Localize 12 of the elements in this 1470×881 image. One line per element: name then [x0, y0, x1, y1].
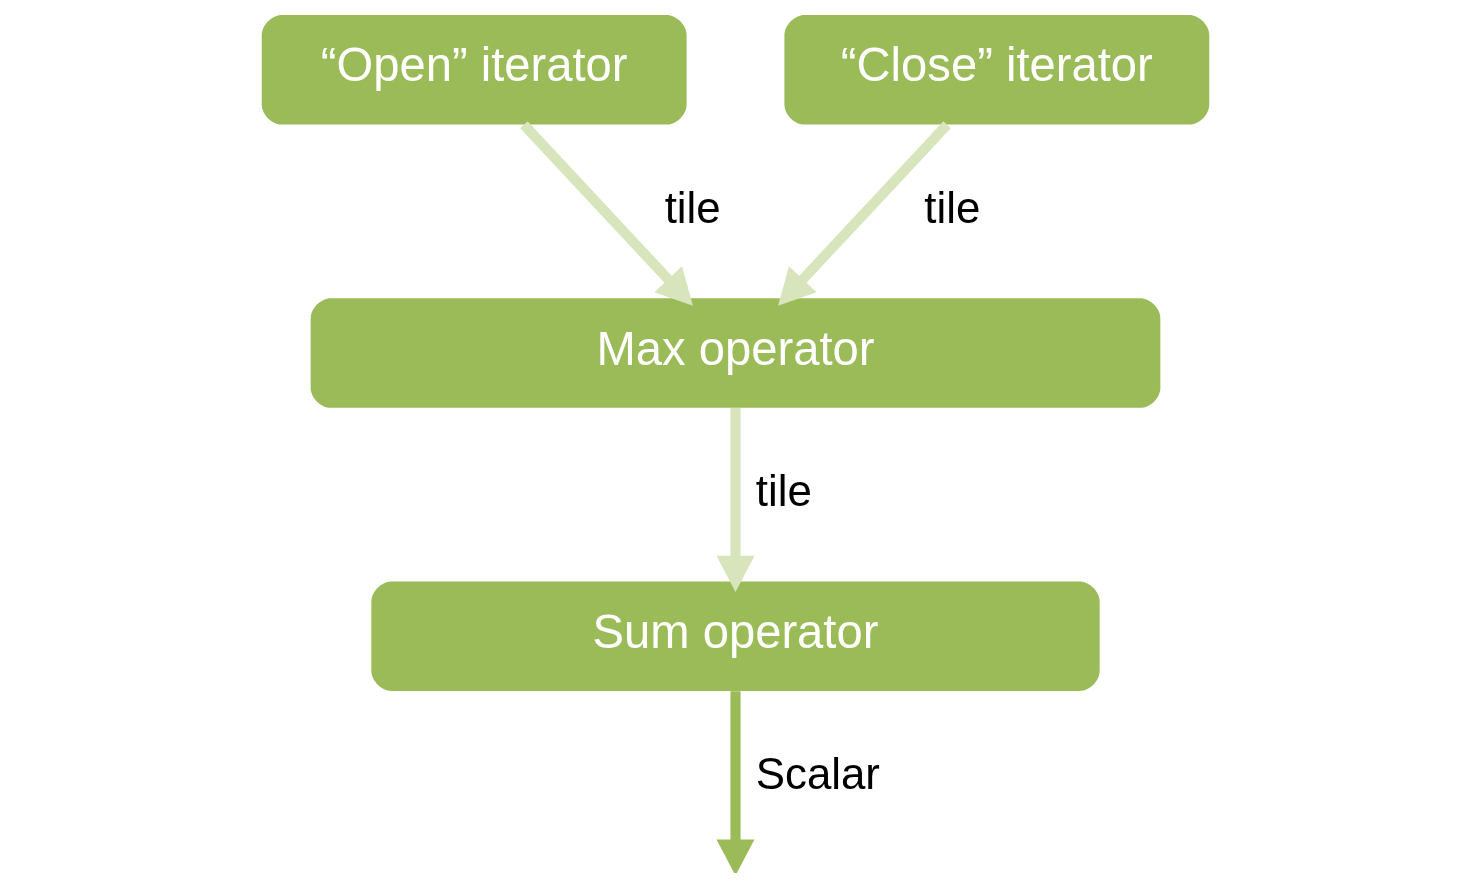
arrow — [777, 121, 951, 306]
edge-label: tile — [923, 182, 980, 232]
node-box: “Close” iterator — [783, 15, 1209, 125]
node-box: “Open” iterator — [261, 15, 687, 125]
arrow — [519, 121, 693, 306]
arrow — [716, 691, 754, 873]
node-box: Max operator — [310, 298, 1160, 408]
edge-label: tile — [664, 182, 721, 232]
node-box: Sum operator — [370, 581, 1100, 692]
arrow — [716, 408, 754, 592]
edge-label: tile — [755, 466, 812, 516]
edge-label: Scalar — [755, 749, 880, 799]
